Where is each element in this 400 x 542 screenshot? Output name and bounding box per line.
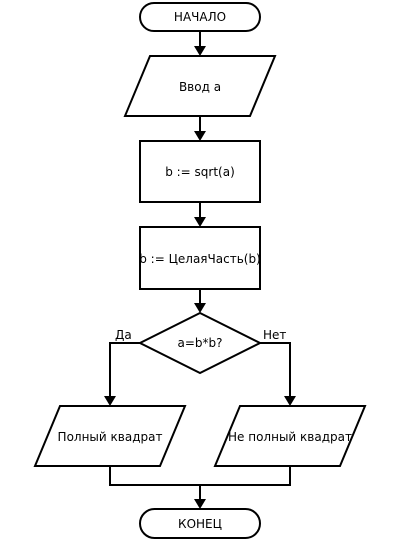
no-output-node: Не полный квадрат [213,405,367,467]
yes-branch-label: Да [115,328,132,342]
decision-node: a=b*b? [137,311,263,375]
no-branch-label: Нет [263,328,286,342]
arrowhead-decision-no [284,396,296,406]
connector-decision-no [260,342,291,403]
start-node: НАЧАЛО [139,2,261,32]
arrowhead-decision-yes [104,396,116,406]
input-label: Ввод a [179,80,221,94]
decision-diamond [137,311,263,375]
yes-output-parallelogram [33,405,187,467]
yes-output-node: Полный квадрат [33,405,187,467]
arrowhead-start-input [194,46,206,56]
connector-decision-yes [109,342,140,403]
sqrt-process-node: b := sqrt(a) [139,140,261,203]
input-node: Ввод a [123,55,277,117]
sqrt-label: b := sqrt(a) [165,165,235,179]
yes-output-label: Полный квадрат [58,430,163,444]
no-output-label: Не полный квадрат [228,430,352,444]
start-label: НАЧАЛО [174,10,226,24]
arrowhead-input-sqrt [194,131,206,141]
start-terminator [139,2,261,32]
input-parallelogram [123,55,277,117]
end-node: КОНЕЦ [139,508,261,539]
connector-no-merge [200,466,291,486]
arrowhead-int-decision [194,303,206,313]
arrowhead-merge-end [194,499,206,509]
int-part-process-node: b := ЦелаяЧасть(b) [139,226,261,290]
int-part-process-box [139,226,261,290]
end-label: КОНЕЦ [178,517,222,531]
int-part-label: b := ЦелаяЧасть(b) [139,252,261,266]
decision-label: a=b*b? [177,336,222,350]
no-output-parallelogram [213,405,367,467]
sqrt-process-box [139,140,261,203]
end-terminator [139,508,261,539]
arrowhead-sqrt-int [194,217,206,227]
connector-yes-merge [109,466,200,486]
